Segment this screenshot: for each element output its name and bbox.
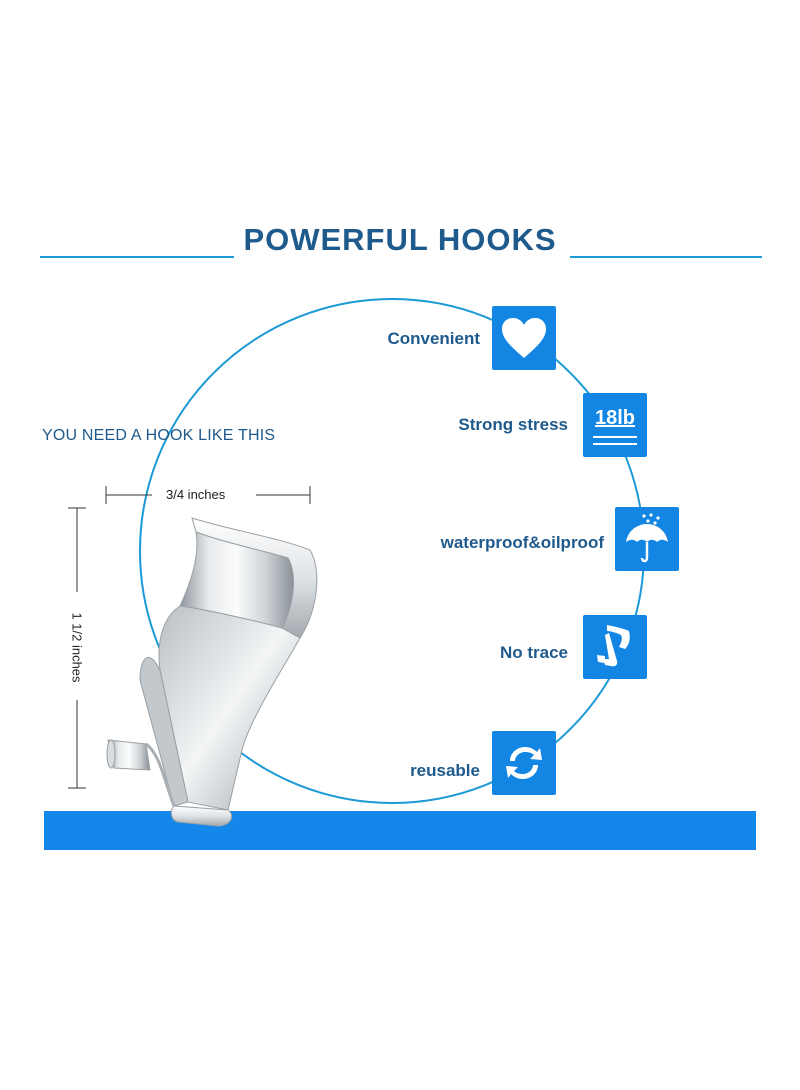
height-label: 1 1/2 inches: [69, 612, 85, 683]
title-rule-right: [570, 256, 762, 258]
subtitle: YOU NEED A HOOK LIKE THIS: [42, 427, 276, 444]
feature-icon-reusable: [492, 731, 556, 795]
title-rule-left: [40, 256, 234, 258]
feature-icon-convenient: [492, 306, 556, 370]
hook-icon: [597, 625, 630, 667]
feature-icon-strong-stress: 18lb: [583, 393, 647, 457]
feature-label-waterproof: waterproof&oilproof: [440, 533, 604, 552]
width-dimension-line: [105, 486, 311, 504]
feature-icon-waterproof: [615, 507, 679, 571]
weight-icon-line-1: [593, 435, 637, 438]
height-dimension-line: [68, 507, 86, 789]
width-label: 3/4 inches: [166, 487, 226, 502]
hook-product-image: [106, 517, 318, 827]
feature-label-reusable: reusable: [410, 761, 480, 780]
page-title: POWERFUL HOOKS: [243, 222, 557, 257]
umbrella-icon: [626, 513, 668, 563]
feature-label-strong-stress: Strong stress: [458, 415, 568, 434]
heart-icon: [502, 318, 546, 358]
feature-label-convenient: Convenient: [387, 329, 480, 348]
weight-icon-line-2: [593, 442, 637, 445]
feature-icon-no-trace: [583, 615, 647, 679]
recycle-icon: [506, 747, 542, 779]
weight-icon: 18lb: [594, 406, 636, 429]
feature-label-no-trace: No trace: [499, 643, 568, 662]
base-bar: [44, 811, 756, 850]
